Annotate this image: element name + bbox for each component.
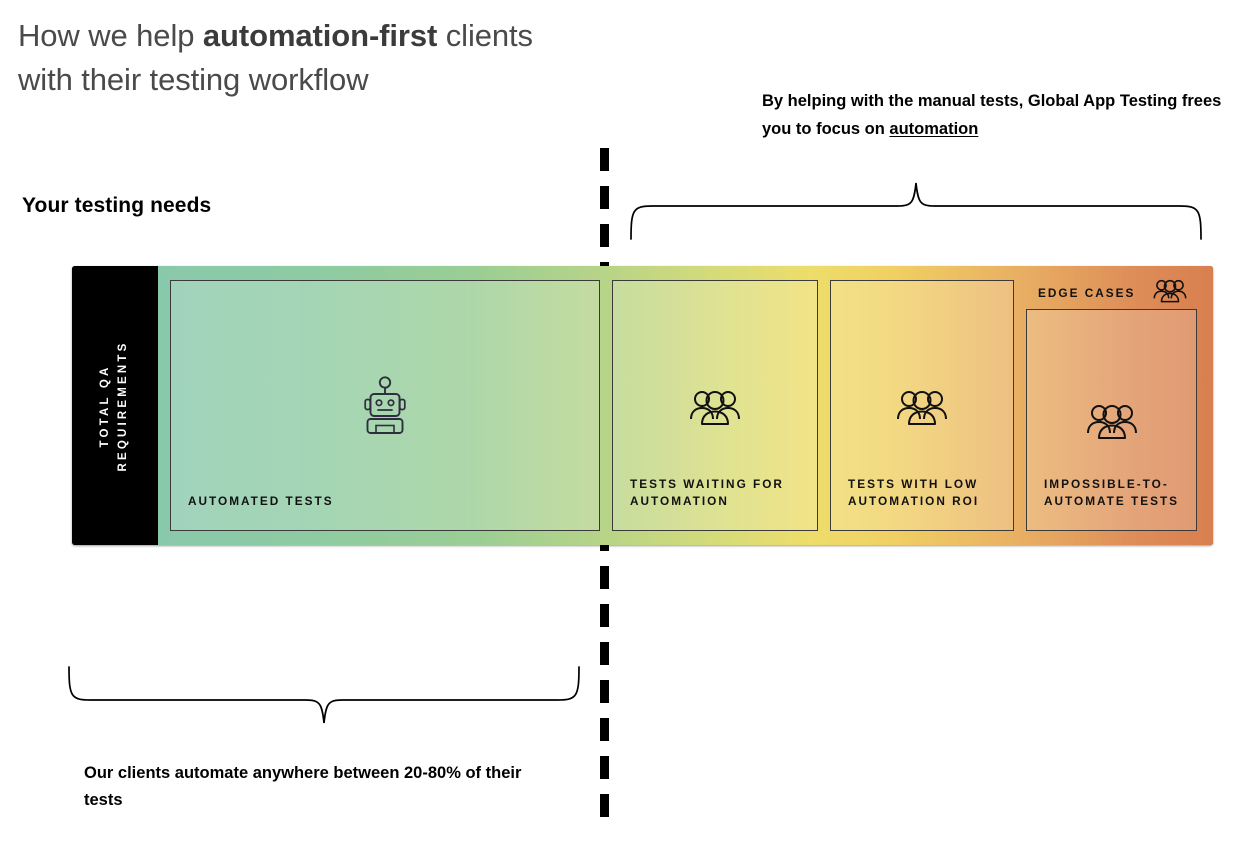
gradient-region: AUTOMATED TESTS TESTS WAITING FOR AUTOMA…	[158, 266, 1213, 545]
your-testing-needs-heading: Your testing needs	[22, 194, 212, 217]
panel-tests-waiting-for-automation[interactable]: TESTS WAITING FOR AUTOMATION	[612, 280, 818, 531]
total-qa-label-line-2: REQUIREMENTS	[117, 339, 129, 472]
top-caption-text: By helping with the manual tests, Global…	[762, 92, 1222, 138]
people-group-icon	[1086, 402, 1138, 445]
panel-automated-tests[interactable]: AUTOMATED TESTS	[170, 280, 600, 531]
robot-icon	[362, 376, 408, 439]
qa-spectrum-bar: TOTAL QA REQUIREMENTS	[72, 266, 1213, 545]
total-qa-requirements-label: TOTAL QA REQUIREMENTS	[97, 340, 133, 471]
panel-tests-with-low-automation-roi[interactable]: TESTS WITH LOW AUTOMATION ROI	[830, 280, 1014, 531]
panel-label-tests-waiting: TESTS WAITING FOR AUTOMATION	[630, 476, 784, 508]
top-right-caption: By helping with the manual tests, Global…	[762, 88, 1232, 143]
panel-label-automated-tests: AUTOMATED TESTS	[188, 493, 334, 508]
bottom-caption: Our clients automate anywhere between 20…	[84, 764, 522, 810]
title-line-1-strong: automation-first	[202, 18, 438, 53]
panel-impossible-to-automate-tests[interactable]: IMPOSSIBLE-TO-AUTOMATE TESTS	[1026, 309, 1197, 531]
panel-label-low-roi: TESTS WITH LOW AUTOMATION ROI	[848, 476, 980, 508]
panel-slot-tests-waiting: TESTS WAITING FOR AUTOMATION	[606, 266, 824, 545]
title-line-2: with their testing workflow	[18, 62, 369, 98]
panel-slot-low-roi: TESTS WITH LOW AUTOMATION ROI	[824, 266, 1020, 545]
total-qa-label-line-1: TOTAL QA	[99, 363, 112, 448]
bracket-top	[630, 182, 1202, 240]
panel-label-impossible: IMPOSSIBLE-TO-AUTOMATE TESTS	[1044, 476, 1180, 508]
page-title: How we help automation-first clients wit…	[18, 14, 718, 102]
title-line-1-pre: How we help	[18, 18, 203, 53]
title-line-1-post: clients	[437, 18, 533, 53]
bracket-bottom	[68, 666, 580, 724]
people-group-icon	[896, 388, 948, 431]
total-qa-requirements-block: TOTAL QA REQUIREMENTS	[72, 266, 158, 545]
edge-cases-header: EDGE CASES	[1038, 278, 1187, 308]
automation-link[interactable]: automation	[889, 119, 979, 138]
panel-slot-automated-tests: AUTOMATED TESTS	[158, 266, 606, 545]
people-group-icon	[1153, 278, 1187, 308]
panel-slot-impossible: EDGE CASES	[1020, 266, 1213, 545]
people-group-icon	[689, 388, 741, 431]
edge-cases-label: EDGE CASES	[1038, 286, 1136, 300]
